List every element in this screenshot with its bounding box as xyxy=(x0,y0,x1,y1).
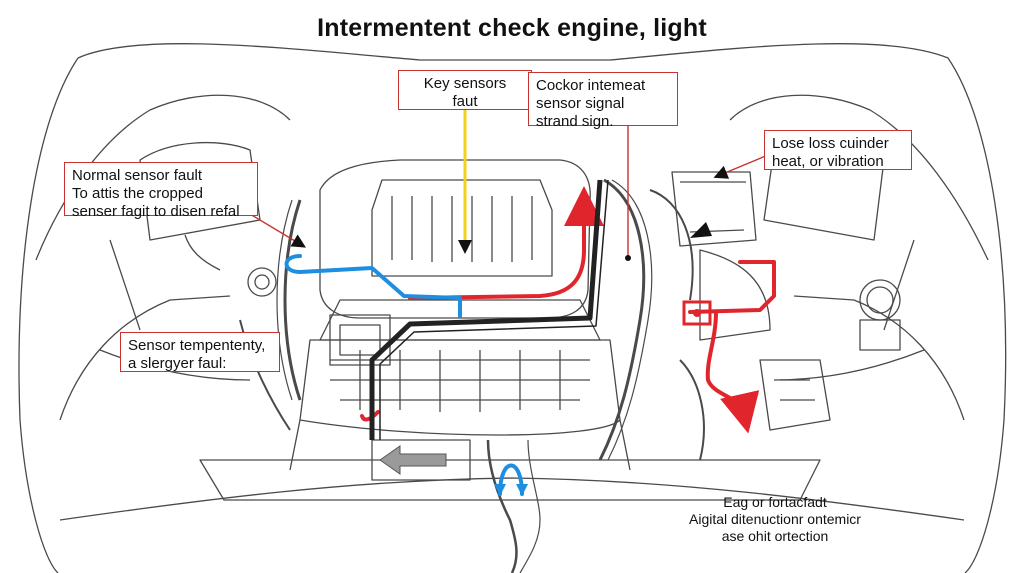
signal-wire-bottom xyxy=(498,463,524,496)
battery xyxy=(671,171,757,247)
callout-key-sensors: Key sensors faut xyxy=(398,70,532,110)
fender-right xyxy=(729,94,989,261)
engine-block xyxy=(299,339,621,436)
inner-fender-right xyxy=(793,295,965,421)
diagram-title: Intermentent check engine, light xyxy=(317,14,707,42)
footnote-line: Aigital ditenuctionr ontemicr xyxy=(689,511,861,527)
callout-line: heat, or vibration xyxy=(772,153,884,170)
callout-line: sensor signal xyxy=(536,95,625,112)
ground-arrow xyxy=(379,445,447,475)
callout-line: a slergyer faul: xyxy=(128,355,227,372)
callout-line: Sensor tempententy, xyxy=(128,337,266,354)
bumper-line xyxy=(59,477,965,521)
callout-line: senser fagit to disen refal xyxy=(72,203,240,220)
fault-wire-right xyxy=(688,260,776,314)
callout-line: Cockor intemeat xyxy=(536,77,646,94)
callout-line: faut xyxy=(452,93,478,110)
callout-cockor-sensor-signal: Cockor intemeat sensor signal strand sig… xyxy=(528,72,678,130)
callout-normal-sensor-fault: Normal sensor fault To attis the cropped… xyxy=(64,162,258,220)
footnote-line: ase ohit ortection xyxy=(721,528,829,544)
footnote: Eag or fortacfadt Aigital ditenuctionr o… xyxy=(640,494,910,545)
hood-outline-left xyxy=(18,57,79,573)
signal-wire-left xyxy=(284,254,462,318)
callout-line: Normal sensor fault xyxy=(72,167,203,184)
fault-wire-main xyxy=(408,186,604,300)
fender-left xyxy=(35,94,291,261)
inner-fender-left xyxy=(59,295,231,421)
footnote-line: Eag or fortacfadt xyxy=(723,494,827,510)
callout-lose-loss-cuinder: Lose loss cuinder heat, or vibration xyxy=(764,130,912,170)
callout-sensor-tempententy: Sensor tempententy, a slergyer faul: xyxy=(120,332,280,372)
callout-line: Lose loss cuinder xyxy=(772,135,889,152)
callout-line: Key sensors xyxy=(423,75,507,92)
callout-line: To attis the cropped xyxy=(72,185,203,202)
hood-outline xyxy=(77,43,1007,573)
radiator-support xyxy=(199,459,821,501)
callout-line: strand sign. xyxy=(536,113,614,130)
